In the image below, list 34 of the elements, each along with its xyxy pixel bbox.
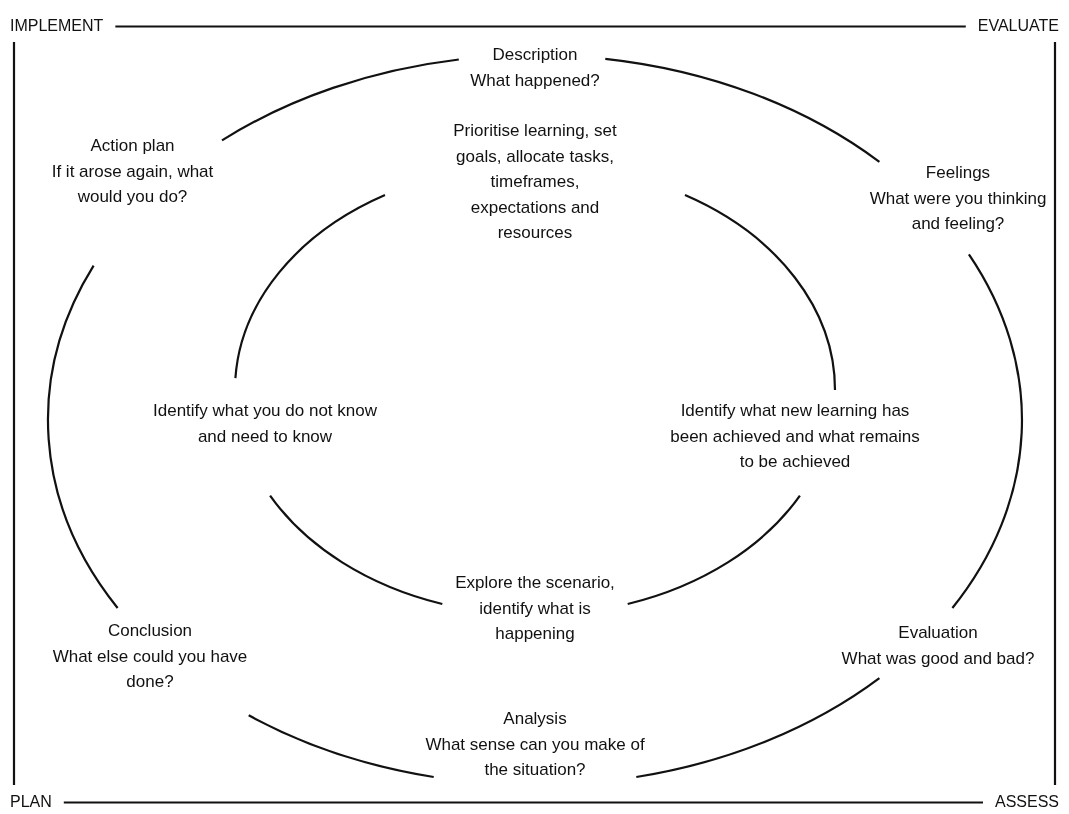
cycle-step-text: Explore the scenario, identify what is happening (454, 572, 616, 645)
cycle-step-text: Prioritise learning, set goals, allocate tasks, timeframes, expectations and resources (452, 120, 618, 244)
stage-heading: Description (491, 44, 579, 66)
stage-heading: Conclusion (106, 620, 194, 642)
cycle-arc (951, 253, 1023, 609)
cycle-step-text: Identify what you do not know and need to know (152, 400, 378, 448)
stage-question: What were you thinking and feeling? (868, 187, 1048, 235)
stage-question: What sense can you make of the situation? (424, 733, 646, 781)
frame-line (63, 801, 983, 804)
frame-line (1053, 42, 1057, 785)
quadrant-label: IMPLEMENT (10, 16, 105, 36)
stage-heading: Analysis (502, 708, 568, 730)
cycle-arc (269, 494, 443, 606)
quadrant-label: EVALUATE (976, 16, 1059, 36)
quadrant-label: PLAN (10, 792, 53, 812)
cycle-arc (605, 57, 880, 163)
quadrant-label: ASSESS (993, 792, 1059, 812)
cycle-step-text: Identify what new learning has been achieved and what remains to be achieved (670, 400, 920, 473)
stage-question: What happened? (469, 69, 601, 92)
cycle-arc (627, 494, 801, 606)
frame-line (115, 25, 966, 28)
cycle-arc (234, 194, 386, 379)
stage-question: What was good and bad? (840, 647, 1036, 670)
stage-question: If it arose again, what would you do? (50, 160, 215, 208)
cycle-arc (248, 714, 434, 779)
stage-heading: Action plan (89, 135, 176, 157)
cycle-arc (684, 194, 837, 391)
stage-heading: Feelings (924, 162, 992, 184)
stage-heading: Evaluation (897, 622, 979, 644)
cycle-arc (47, 265, 119, 609)
stage-question: What else could you have done? (51, 645, 249, 693)
cycle-arc (636, 677, 880, 779)
cycle-arc (221, 58, 459, 142)
frame-line (12, 42, 16, 785)
